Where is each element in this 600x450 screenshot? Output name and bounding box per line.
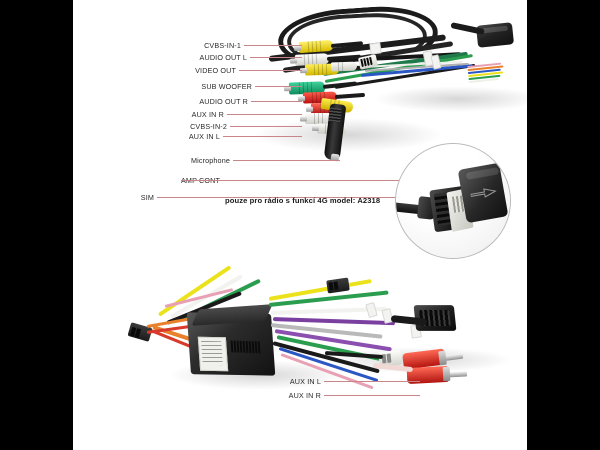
callout-label: CVBS-IN-1 [204, 41, 241, 50]
callout-bottom-aux-in-l: AUX IN L [255, 376, 420, 387]
leader-line [324, 381, 420, 382]
leader-line [251, 101, 302, 102]
callout-aux-in-r: AUX IN R [135, 109, 302, 120]
rca-male-plug-shield [442, 366, 451, 382]
callout-video-out: VIDEO OUT [135, 65, 302, 76]
callout-microphone: Microphone [135, 155, 340, 166]
wire-end-bundle [467, 60, 509, 86]
leader-line [233, 160, 340, 161]
callout-label: VIDEO OUT [195, 66, 236, 75]
rca-connector-white [300, 113, 338, 124]
rca-connector-yellow [293, 39, 334, 54]
leader-line [324, 395, 420, 396]
photo-shadow [373, 86, 527, 112]
callout-cvbs-in-1: CVBS-IN-1 [135, 40, 302, 51]
module-pigtail [450, 22, 485, 36]
callout-label: SUB WOOFER [201, 82, 252, 91]
callout-sub-woofer: SUB WOOFER [135, 81, 302, 92]
leader-line [223, 136, 302, 137]
callout-aux-in-l: AUX IN L [135, 131, 302, 142]
canbus-header-pins [230, 340, 261, 354]
leader-line [227, 114, 302, 115]
leader-line [255, 86, 302, 87]
rca-connector-white [330, 61, 358, 72]
top-two-pin-connector-pins [328, 281, 339, 291]
white-two-pin-connector-pins [381, 353, 392, 364]
canbus-decoder-label-lines [201, 340, 223, 366]
rca-pigtail [334, 92, 366, 99]
sim-slot-magnifier [395, 143, 511, 259]
callout-label: AUX IN R [191, 110, 224, 119]
leader-line [244, 45, 302, 46]
callout-bottom-aux-in-r: AUX IN R [255, 390, 420, 401]
leader-line [230, 126, 302, 127]
arrow-icon-svg [470, 188, 497, 198]
sim-cover-arrow-icon [469, 183, 497, 198]
callout-label: SIM [140, 193, 154, 202]
callout-label: AUX IN L [289, 377, 321, 386]
diagram-canvas: CVBS-IN-1 AUDIO OUT L VIDEO OUT SUB WOOF… [73, 0, 527, 450]
leader-line [239, 70, 302, 71]
callout-cvbs-in-2: CVBS-IN-2 [135, 121, 302, 132]
microphone-plug-grip [328, 107, 342, 123]
callout-label: AUX IN R [288, 391, 321, 400]
photo-shadow [253, 118, 443, 152]
leader-line [250, 57, 302, 58]
top-harness-photo [73, 0, 527, 225]
cable-tie [369, 42, 382, 55]
left-letterbox-band [0, 0, 73, 450]
callout-label: AUX IN L [188, 132, 220, 141]
callout-label: AUDIO OUT L [199, 53, 247, 62]
note-text: pouze pro rádio s funkcí 4G model: A2318 [225, 196, 381, 205]
callout-audio-out-l: AUDIO OUT L [135, 52, 302, 63]
callout-label: AUDIO OUT R [199, 97, 248, 106]
callout-audio-out-r: AUDIO OUT R [135, 96, 302, 107]
bottom-harness-photo [73, 255, 527, 450]
callout-label: CVBS-IN-2 [190, 122, 227, 131]
right-letterbox-band [527, 0, 600, 450]
callout-label: Microphone [190, 156, 230, 165]
